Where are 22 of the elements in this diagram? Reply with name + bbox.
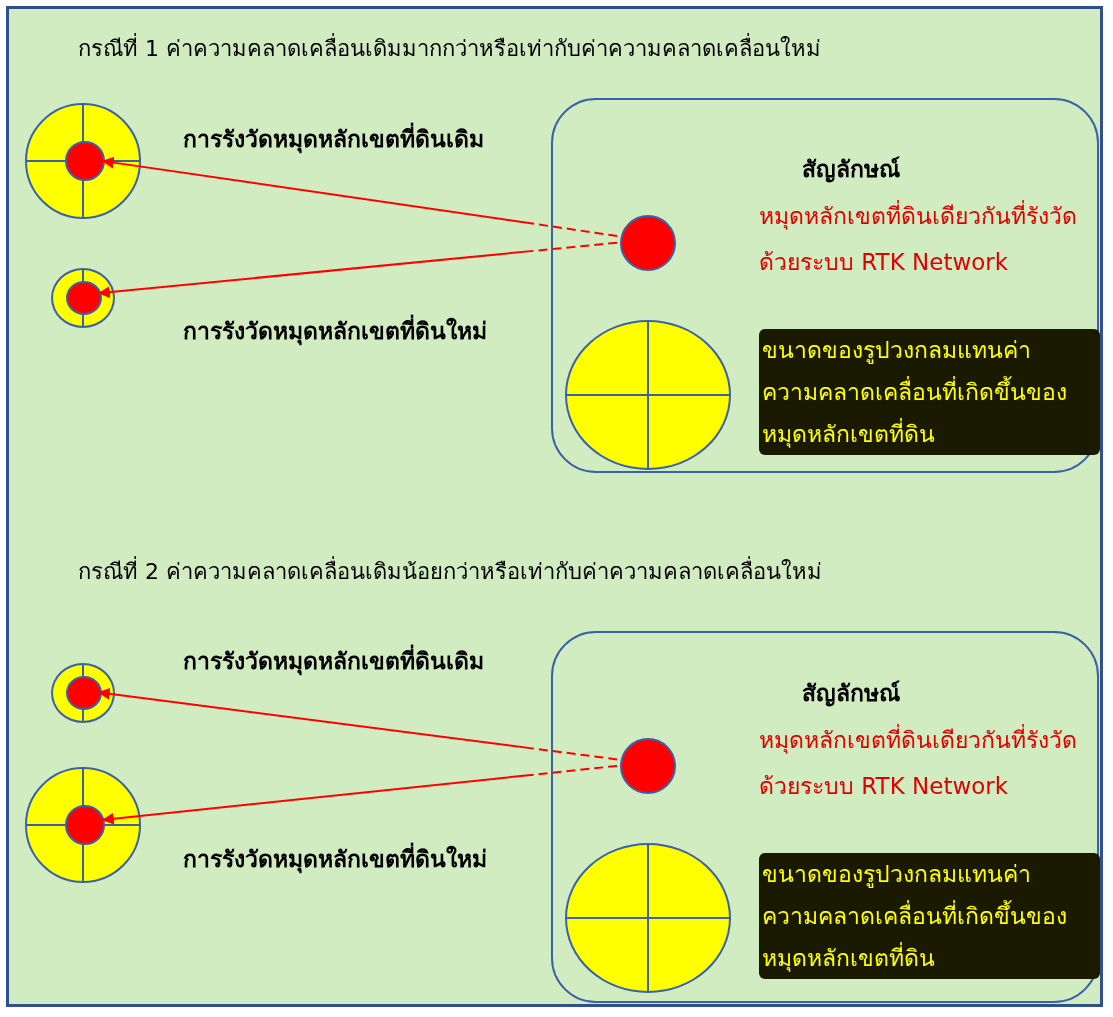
legend-caption: หมุดหลักเขตที่ดินเดียวกันที่รังวัดด้วยระบบ RTK Network	[759, 193, 1081, 285]
node-caption: การรังวัดหมุดหลักเขตที่ดินเดิม	[183, 121, 484, 157]
point-marker	[66, 281, 102, 315]
legend-heading: สัญลักษณ์	[802, 155, 900, 185]
legend-heading: สัญลักษณ์	[802, 679, 900, 709]
arrow	[96, 687, 619, 761]
legend-caption: ขนาดของรูปวงกลมแทนค่าความคลาดเคลื่อนที่เกิดขึ้นของหมุดหลักเขตที่ดิน	[759, 329, 1100, 455]
legend-caption: ขนาดของรูปวงกลมแทนค่าความคลาดเคลื่อนที่เกิดขึ้นของหมุดหลักเขตที่ดิน	[759, 853, 1100, 979]
case-heading: กรณีที่ 2 ค่าความคลาดเคลื่อนเดิมน้อยกว่าหรือเท่ากับค่าความคลาดเคลื่อนใหม่	[78, 554, 822, 589]
arrow	[96, 241, 619, 299]
point-marker	[620, 738, 676, 794]
node-caption: การรังวัดหมุดหลักเขตที่ดินเดิม	[183, 643, 484, 679]
node-caption: การรังวัดหมุดหลักเขตที่ดินใหม่	[183, 841, 487, 877]
point-marker	[65, 805, 105, 845]
arrow	[100, 764, 619, 825]
arrow	[100, 156, 619, 237]
point-marker	[620, 215, 676, 271]
node-caption: การรังวัดหมุดหลักเขตที่ดินใหม่	[183, 313, 487, 349]
case-heading: กรณีที่ 1 ค่าความคลาดเคลื่อนเดิมมากกว่าหรือเท่ากับค่าความคลาดเคลื่อนใหม่	[78, 31, 821, 66]
legend-caption: หมุดหลักเขตที่ดินเดียวกันที่รังวัดด้วยระบบ RTK Network	[759, 717, 1081, 809]
point-marker	[65, 141, 105, 181]
point-marker	[66, 676, 102, 710]
